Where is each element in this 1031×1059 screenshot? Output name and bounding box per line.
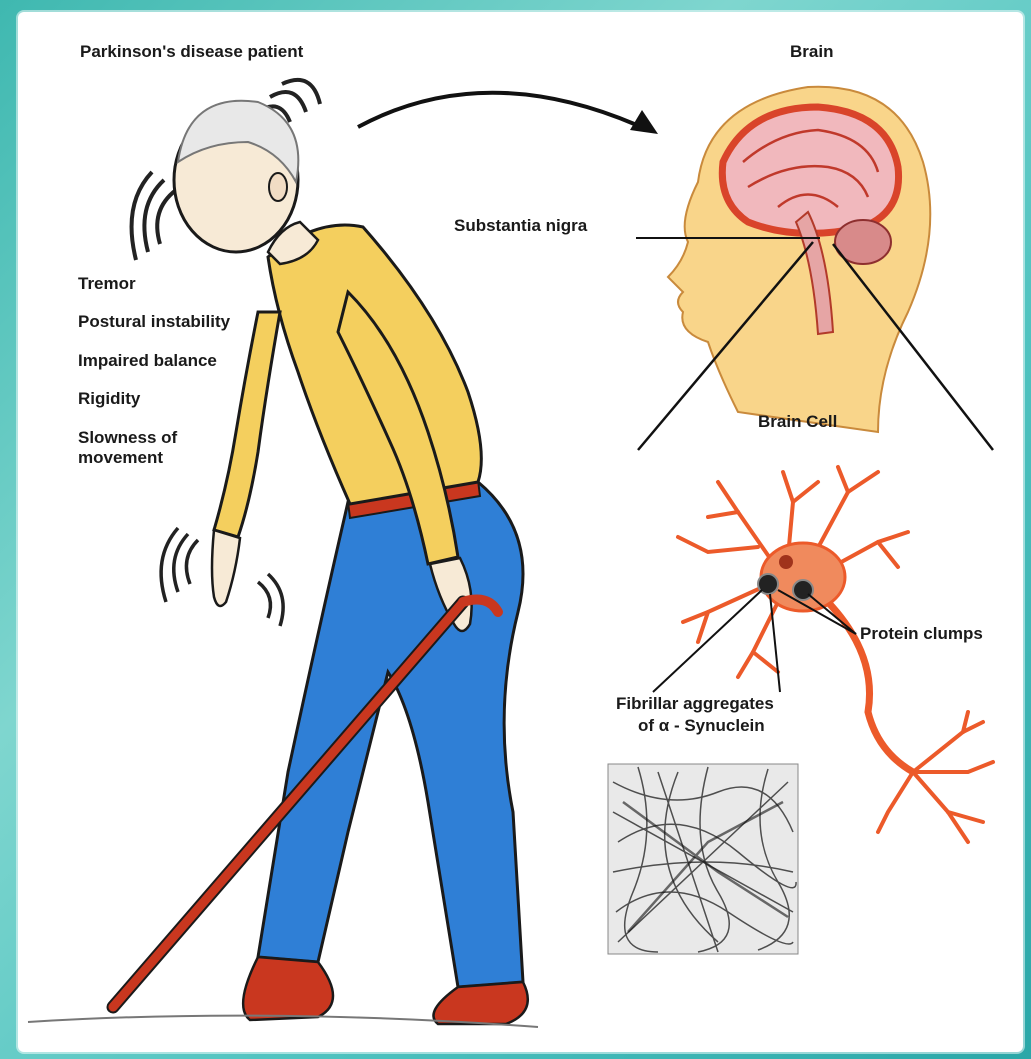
brain-cell-title: Brain Cell [758,412,837,432]
symptom-item: Postural instability [78,312,230,332]
diagram-panel: Parkinson's disease patient Tremor Postu… [18,12,1023,1052]
symptom-item: Rigidity [78,389,230,409]
symptom-item: Impaired balance [78,351,230,371]
brain-title: Brain [790,42,833,62]
patient-title: Parkinson's disease patient [80,42,303,62]
symptom-item: Tremor [78,274,230,294]
protein-clump [793,580,813,600]
arrow-to-brain [358,93,658,134]
symptom-list: Tremor Postural instability Impaired bal… [78,274,230,486]
protein-clumps-label: Protein clumps [860,624,983,644]
symptom-item: Slowness of movement [78,428,198,469]
fibril-label-line1: Fibrillar aggregates [616,694,774,714]
substantia-nigra-label: Substantia nigra [454,216,587,236]
patient-figure [174,101,528,1024]
illustration-canvas [18,12,1023,1052]
fibril-label-line2: of α - Synuclein [638,716,765,736]
nucleus [779,555,793,569]
fibril-micrograph [608,764,798,954]
